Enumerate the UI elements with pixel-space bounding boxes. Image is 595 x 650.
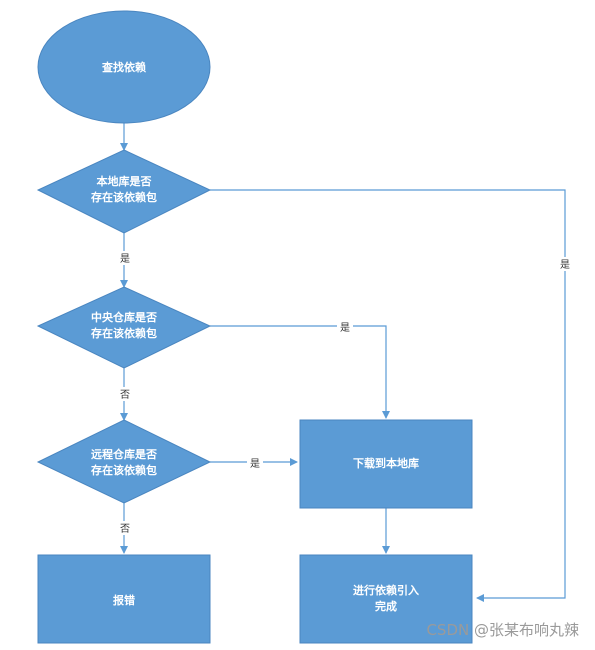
start-label: 查找依赖 [102, 60, 146, 74]
edge-label-central-down: 否 [120, 389, 130, 401]
edge-local-to-import [210, 189, 566, 602]
error-node [37, 554, 211, 644]
edge-label-local-right: 是 [560, 259, 570, 271]
central-label-line2: 存在该依赖包 [91, 326, 157, 340]
download-node [299, 419, 473, 509]
edge-label-remote-right: 是 [250, 458, 260, 470]
start-node [37, 10, 211, 124]
local-label-line2: 存在该依赖包 [91, 190, 157, 204]
edge-central-to-download [210, 325, 390, 419]
error-label: 报错 [113, 593, 135, 607]
edge-label-local-down: 是 [120, 253, 130, 265]
watermark: CSDN @张某布响丸辣 [426, 621, 579, 639]
edge-label-central-right: 是 [340, 322, 350, 334]
central-decision [36, 286, 212, 369]
local-decision [36, 149, 212, 234]
remote-label-line2: 存在该依赖包 [91, 463, 157, 477]
remote-decision [36, 419, 212, 504]
download-label: 下载到本地库 [353, 456, 419, 470]
remote-label-line1: 远程仓库是否 [91, 447, 157, 461]
import-label-line2: 完成 [375, 599, 397, 613]
import-label-line1: 进行依赖引入 [353, 583, 419, 597]
central-label-line1: 中央仓库是否 [91, 310, 157, 324]
local-label-line1: 本地库是否 [97, 174, 152, 188]
edge-label-remote-down: 否 [120, 523, 130, 535]
import-node [299, 554, 473, 644]
